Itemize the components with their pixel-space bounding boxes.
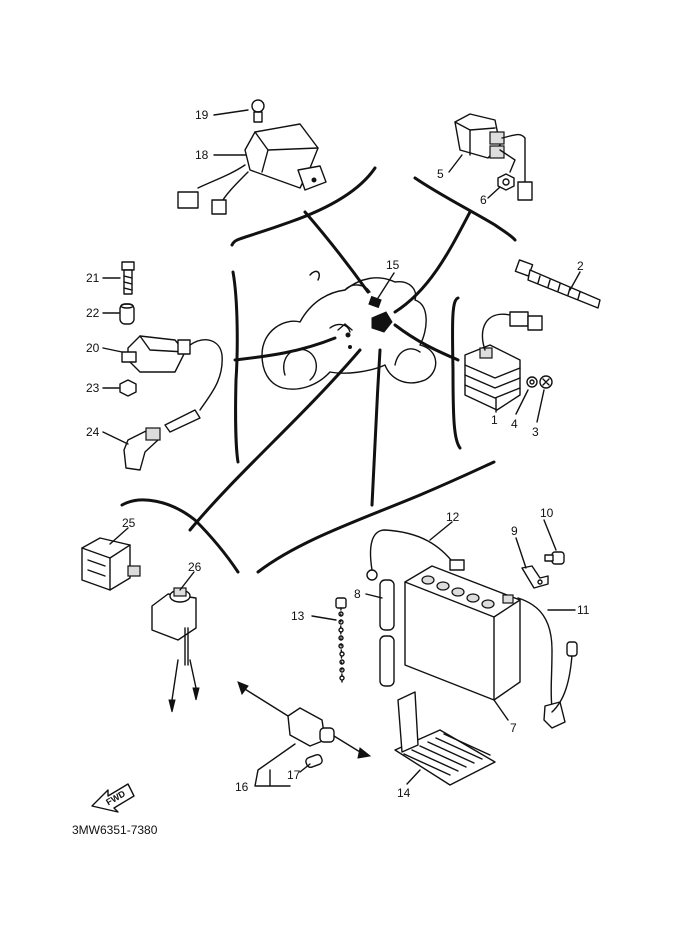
cdi-unit-part18 [177, 123, 327, 215]
nut-part23 [119, 379, 137, 397]
callout-15: 15 [386, 258, 400, 272]
bolt-part19 [251, 99, 265, 123]
callout-4: 4 [511, 417, 518, 431]
callout-21: 21 [86, 271, 100, 285]
spark-plug-cap-part24 [123, 427, 161, 471]
washer-part4 [526, 376, 538, 388]
leader-lines [188, 210, 472, 532]
battery-part7 [404, 565, 521, 701]
forward-direction-arrow-icon: FWD [91, 783, 135, 813]
callout-25: 25 [122, 516, 136, 530]
callout-5: 5 [437, 167, 444, 181]
ignition-coil-part20 [121, 335, 223, 433]
battery-lead-part11 [517, 597, 578, 729]
callout-26: 26 [188, 560, 202, 574]
callout-8: 8 [354, 587, 361, 601]
callout-22: 22 [86, 306, 100, 320]
callout-16: 16 [235, 780, 249, 794]
callout-23: 23 [86, 381, 100, 395]
motorcycle-outline [261, 270, 437, 390]
callout-20: 20 [86, 341, 100, 355]
bracket-part9 [521, 565, 549, 589]
group-brackets [120, 166, 517, 574]
callout-leaders [102, 109, 581, 787]
callout-10: 10 [540, 506, 554, 520]
bolt-part21 [121, 261, 135, 295]
breather-hose-part8 [379, 579, 395, 687]
callout-7: 7 [510, 721, 517, 735]
callout-2: 2 [577, 259, 584, 273]
callout-1: 1 [491, 413, 498, 427]
switch-part26 [151, 587, 200, 713]
rectifier-regulator-part1 [464, 311, 543, 411]
callout-18: 18 [195, 148, 209, 162]
screw-part3 [539, 375, 553, 389]
ground-lead-part13 [335, 597, 347, 685]
callout-12: 12 [446, 510, 460, 524]
callout-3: 3 [532, 425, 539, 439]
relay-part25 [81, 537, 141, 591]
bolt-part10 [544, 551, 565, 565]
callout-11: 11 [577, 603, 590, 617]
nut-part6 [497, 173, 515, 191]
main-harness-in-frame [337, 295, 393, 349]
callout-6: 6 [480, 193, 487, 207]
switch-part16 [237, 681, 372, 759]
callout-17: 17 [287, 768, 301, 782]
callout-13: 13 [291, 609, 305, 623]
starter-relay-part5 [454, 113, 533, 201]
battery-tray-part14 [394, 691, 496, 786]
collar-part22 [119, 303, 135, 325]
callout-labels: 19 18 5 6 2 15 1 4 3 21 22 20 23 24 25 2… [86, 108, 590, 800]
callout-19: 19 [195, 108, 209, 122]
battery-cable-part12 [366, 529, 465, 581]
callout-14: 14 [397, 786, 411, 800]
cable-tie-part2 [514, 259, 601, 309]
drawing-code: 3MW6351-7380 [72, 823, 158, 837]
callout-24: 24 [86, 425, 100, 439]
callout-9: 9 [511, 524, 518, 538]
